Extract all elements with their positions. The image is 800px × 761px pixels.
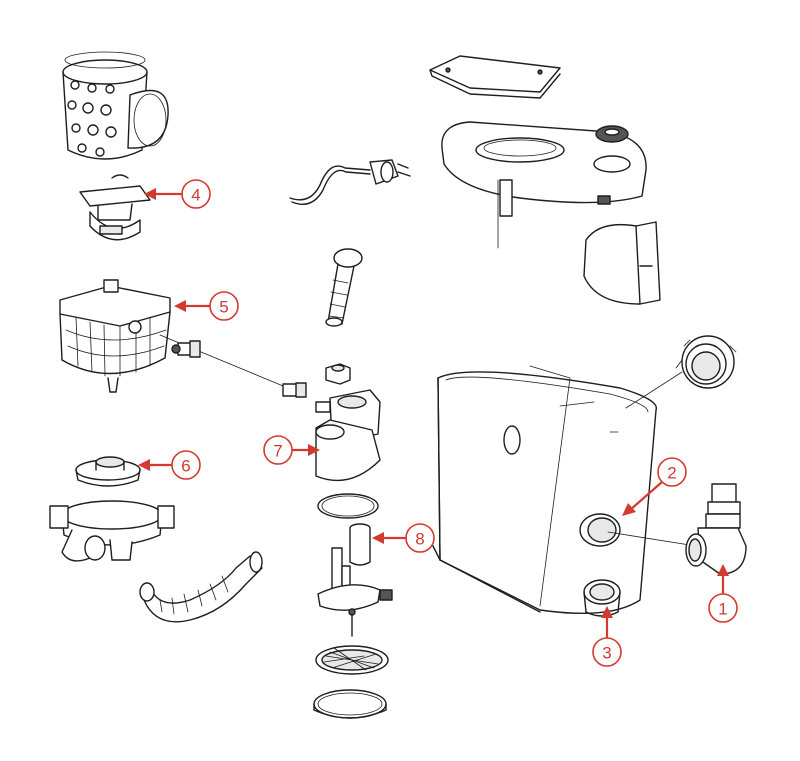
o-ring <box>317 493 379 519</box>
pump-block <box>315 389 381 482</box>
flap-door <box>583 221 661 305</box>
power-cord <box>289 159 411 205</box>
callout-6: 6 <box>138 450 201 480</box>
callout-4: 4 <box>144 179 211 209</box>
lid-plate <box>429 55 561 99</box>
callout-5: 5 <box>174 291 239 321</box>
flexible-hose <box>139 551 263 623</box>
perforated-cylinder <box>62 51 169 160</box>
bellows <box>625 335 737 409</box>
callout-5-label: 5 <box>219 298 228 317</box>
grid-filter <box>315 645 389 675</box>
callout-2-label: 2 <box>667 464 676 483</box>
lid-frame <box>441 121 647 249</box>
motor-unit <box>59 279 301 394</box>
float-cylinder <box>349 523 371 566</box>
elbow-outlet <box>685 483 747 575</box>
callout-3: 3 <box>592 606 622 667</box>
callout-7: 7 <box>263 435 320 465</box>
callout-2: 2 <box>622 457 687 516</box>
callout-4-label: 4 <box>191 186 200 205</box>
switch-base <box>317 547 393 637</box>
callout-3-label: 3 <box>602 644 611 663</box>
callout-6-label: 6 <box>181 457 190 476</box>
corrugated-hose <box>325 248 363 327</box>
callout-1-label: 1 <box>718 600 727 619</box>
bottom-outlet <box>583 579 621 617</box>
rubber-seal <box>595 125 629 143</box>
callout-8-label: 8 <box>415 530 424 549</box>
pump-cap <box>75 456 141 487</box>
impeller-bracket <box>79 174 151 241</box>
small-fitting <box>171 340 307 398</box>
main-tank <box>429 365 658 615</box>
connector-ring <box>579 513 697 547</box>
small-cap <box>325 363 351 385</box>
callout-1: 1 <box>708 564 738 623</box>
pump-housing <box>49 500 175 562</box>
callout-8: 8 <box>372 523 435 553</box>
bottom-ring <box>313 689 387 719</box>
callout-7-label: 7 <box>273 442 282 461</box>
